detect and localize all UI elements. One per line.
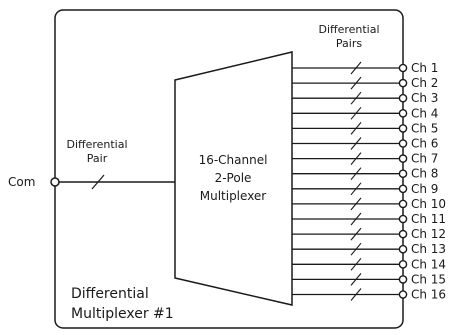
channel-pair-slash-11: [350, 212, 362, 226]
channel-terminal-1[interactable]: [398, 63, 408, 73]
channel-terminal-2[interactable]: [398, 78, 408, 88]
channel-label-8: Ch 8: [411, 167, 438, 181]
channel-terminal-10[interactable]: [398, 199, 408, 209]
channel-pair-slash-7: [350, 152, 362, 165]
channel-terminal-6[interactable]: [398, 139, 408, 148]
channel-label-10: Ch 10: [411, 197, 446, 211]
mux-title-line2: 2-Pole: [215, 171, 252, 185]
channel-pair-slash-9: [350, 182, 362, 196]
channel-label-5: Ch 5: [411, 121, 438, 135]
common-label: Com: [8, 175, 35, 189]
channel-pair-slash-6: [350, 137, 362, 150]
channel-label-9: Ch 9: [411, 182, 438, 196]
mux-title-line3: Multiplexer: [200, 189, 267, 203]
channel-group: Ch 1Ch 2Ch 3Ch 4Ch 5Ch 6Ch 7Ch 8Ch 9Ch 1…: [292, 61, 446, 302]
channel-label-3: Ch 3: [411, 91, 438, 105]
channel-terminal-3[interactable]: [398, 93, 408, 103]
channel-pair-slash-3: [350, 91, 362, 105]
common-terminal[interactable]: [50, 177, 60, 187]
channel-pair-slash-4: [350, 106, 362, 120]
channel-pair-slash-5: [350, 122, 362, 135]
differential-pairs-label-line1: Differential: [318, 23, 379, 36]
channel-pair-slash-14: [350, 257, 362, 271]
channel-label-14: Ch 14: [411, 257, 446, 271]
channel-label-2: Ch 2: [411, 76, 438, 90]
channel-terminal-8[interactable]: [398, 169, 408, 178]
module-label-line2: Multiplexer #1: [71, 306, 174, 322]
channel-terminal-4[interactable]: [398, 109, 408, 118]
channel-pair-slash-10: [350, 197, 362, 211]
common-pair-slash: [91, 174, 105, 190]
channel-pair-slash-13: [350, 242, 362, 256]
channel-label-13: Ch 13: [411, 242, 446, 256]
channel-pair-slash-8: [350, 167, 362, 181]
channel-terminal-5[interactable]: [398, 124, 408, 133]
channel-label-7: Ch 7: [411, 152, 438, 166]
channel-pair-slash-1: [350, 61, 362, 75]
channel-label-1: Ch 1: [411, 61, 438, 75]
mux-title-line1: 16-Channel: [199, 153, 268, 167]
channel-terminal-12[interactable]: [398, 229, 408, 239]
channel-terminal-14[interactable]: [398, 259, 408, 269]
channel-label-12: Ch 12: [411, 227, 446, 241]
channel-pair-slash-15: [350, 273, 362, 286]
differential-pair-label-line2: Pair: [87, 152, 108, 165]
channel-pair-slash-12: [350, 227, 362, 241]
multiplexer-block: [174, 51, 293, 306]
channel-label-11: Ch 11: [411, 212, 446, 226]
channel-terminal-9[interactable]: [398, 184, 408, 194]
channel-terminal-7[interactable]: [398, 154, 408, 163]
channel-terminal-11[interactable]: [398, 214, 408, 224]
channel-terminal-13[interactable]: [398, 244, 408, 254]
differential-pair-label-line1: Differential: [66, 138, 127, 151]
differential-pairs-label-line2: Pairs: [336, 37, 362, 50]
channel-pair-slash-2: [350, 76, 362, 90]
channel-terminal-16[interactable]: [398, 290, 408, 299]
channel-label-6: Ch 6: [411, 137, 438, 151]
channel-label-4: Ch 4: [411, 106, 438, 120]
channel-label-15: Ch 15: [411, 272, 446, 286]
channel-label-16: Ch 16: [411, 288, 446, 302]
channel-pair-slash-16: [350, 288, 362, 301]
channel-terminal-15[interactable]: [398, 275, 408, 284]
module-label-line1: Differential: [71, 286, 149, 302]
module-box: [54, 9, 404, 329]
